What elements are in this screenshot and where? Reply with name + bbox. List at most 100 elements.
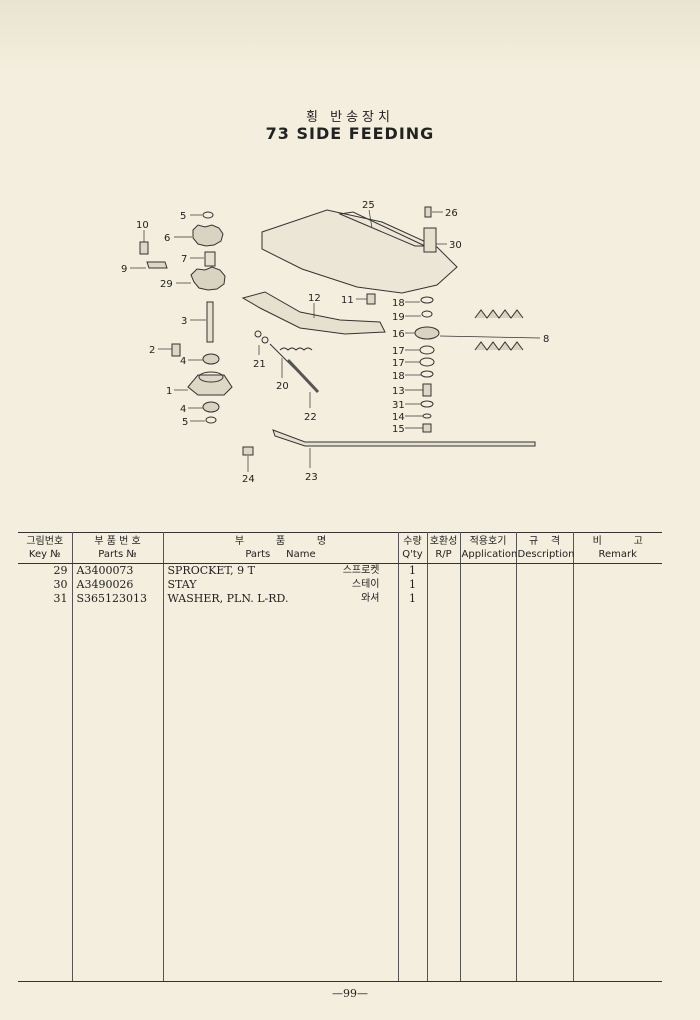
callout-label: 9: [121, 264, 127, 275]
header-remark: 비 고 Remark: [572, 532, 662, 564]
cell-qty: 1: [397, 563, 428, 578]
header-key-kr: 그림번호: [26, 536, 64, 547]
table-row: 29 A3400073 SPROCKET, 9 T 스프로켓 1: [18, 563, 662, 578]
callout-label: 25: [362, 200, 375, 211]
header-qty-kr: 수량: [403, 536, 422, 547]
part-6-sprocket: [192, 224, 224, 247]
header-application-kr: 적용호기: [469, 536, 507, 547]
cell-part-no: A3400073: [71, 563, 164, 578]
header-key-en: Key №: [28, 549, 61, 560]
header-name-en: Parts Name: [245, 549, 316, 560]
cell-rp: [426, 578, 461, 592]
callout-label: 6: [164, 233, 170, 244]
cell-description: [515, 563, 574, 578]
header-remark-kr: 비 고: [592, 536, 643, 547]
header-name-kr: 부 품 명: [234, 536, 327, 547]
cell-remark: [572, 578, 662, 592]
parts-list-table: 그림번호 Key № 부 품 번 호 Parts № 부 품 명 Parts Name…: [18, 532, 662, 982]
callout-label: 18: [392, 298, 405, 309]
callout-label: 11: [341, 295, 354, 306]
part-8-chain: [474, 309, 524, 319]
cell-name: SPROCKET, 9 T 스프로켓: [162, 563, 399, 578]
cell-name-en: WASHER, PLN. L-RD.: [167, 592, 289, 605]
header-rp-en: R/P: [435, 549, 452, 560]
callout-label: 4: [180, 404, 186, 415]
callout-label: 5: [182, 417, 188, 428]
callout-label: 10: [136, 220, 149, 231]
header-part-no: 부 품 번 호 Parts №: [71, 532, 164, 564]
header-qty-en: Q'ty: [402, 549, 423, 560]
cell-name: WASHER, PLN. L-RD. 와셔: [162, 592, 399, 606]
cell-remark: [572, 563, 662, 578]
cell-remark: [572, 592, 662, 606]
callout-label: 26: [445, 208, 458, 219]
callout-label: 17: [392, 346, 405, 357]
header-rp-kr: 호환성: [429, 536, 458, 547]
cell-qty: 1: [397, 592, 428, 606]
callout-label: 5: [180, 211, 186, 222]
cell-key: 31: [18, 592, 73, 606]
exploded-parts-diagram: 5 6 7 9 10 29 3 2 4 1 4 5 25 26 30 12 11…: [121, 200, 549, 485]
part-3-shaft: [206, 301, 214, 343]
table-header-row: 그림번호 Key № 부 품 번 호 Parts № 부 품 명 Parts Name…: [18, 532, 662, 564]
table-row: 31 S365123013 WASHER, PLN. L-RD. 와셔 1: [18, 592, 662, 606]
cell-rp: [426, 563, 461, 578]
part-30-stay: [423, 227, 437, 253]
callout-label: 3: [181, 316, 187, 327]
callout-label: 29: [160, 279, 173, 290]
part-29-sprocket: [190, 266, 226, 291]
header-rp: 호환성 R/P: [426, 532, 461, 564]
header-key: 그림번호 Key №: [18, 532, 73, 564]
header-part-no-en: Parts №: [98, 549, 137, 560]
cell-part-no: S365123013: [71, 592, 164, 606]
header-application: 적용호기 Application: [459, 532, 518, 564]
header-part-no-kr: 부 품 번 호: [94, 536, 141, 547]
cell-qty: 1: [397, 578, 428, 592]
part-5-bottom: [205, 416, 217, 424]
callout-label: 1: [166, 386, 172, 397]
callout-label: 13: [392, 386, 405, 397]
part-7-collar: [204, 251, 216, 267]
callout-label: 2: [149, 345, 155, 356]
header-remark-en: Remark: [598, 549, 637, 560]
cell-name-kr: 스프로켓: [342, 565, 380, 576]
callout-label: 30: [449, 240, 462, 251]
header-description-kr: 규 격: [528, 536, 561, 547]
cell-name: STAY 스테이: [162, 578, 399, 592]
section-title: 73 SIDE FEEDING: [265, 124, 435, 143]
callout-label: 19: [392, 312, 405, 323]
callout-label: 18: [392, 371, 405, 382]
part-23-bracket: [272, 429, 536, 447]
header-qty: 수량 Q'ty: [397, 532, 428, 564]
cell-name-en: SPROCKET, 9 T: [167, 564, 255, 577]
cell-name-kr: 스테이: [351, 579, 380, 590]
cell-rp: [426, 592, 461, 606]
callout-label: 22: [304, 412, 317, 423]
cell-name-en: STAY: [167, 578, 197, 591]
cell-description: [515, 592, 574, 606]
part-25-plate: [261, 209, 458, 294]
part-4-bottom: [202, 401, 220, 413]
table-row: 30 A3490026 STAY 스테이 1: [18, 578, 662, 592]
cell-application: [459, 563, 517, 578]
cell-description: [515, 578, 574, 592]
cell-part-no: A3490026: [71, 578, 164, 592]
part-12-guide: [241, 291, 386, 335]
callout-label: 20: [276, 381, 289, 392]
part-1-base: [187, 374, 233, 396]
header-name: 부 품 명 Parts Name: [162, 532, 399, 564]
section-title-korean: 횡 반송장치: [306, 110, 394, 125]
header-description-en: Description: [517, 549, 575, 560]
page-number: —99—: [332, 987, 368, 1000]
callout-label: 14: [392, 412, 405, 423]
cell-application: [459, 578, 517, 592]
cell-key: 30: [18, 578, 73, 592]
callout-label: 15: [392, 424, 405, 435]
header-application-en: Application: [461, 549, 518, 560]
callout-label: 4: [180, 356, 186, 367]
cell-key: 29: [18, 563, 73, 578]
header-description: 규 격 Description: [515, 532, 575, 564]
cell-name-kr: 와셔: [361, 593, 380, 604]
callout-label: 17: [392, 358, 405, 369]
